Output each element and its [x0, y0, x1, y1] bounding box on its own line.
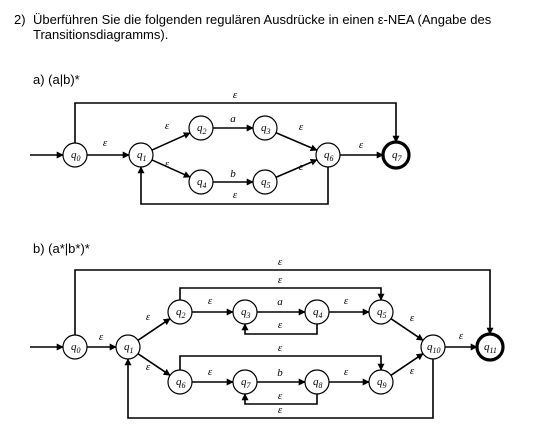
state-label-q1: q1 [124, 341, 134, 355]
part-b-label: b) (a*|b*)* [33, 241, 90, 256]
transition-label-q10-q11: ε [459, 330, 464, 342]
transition-q1-q4 [151, 159, 191, 178]
transition-label-q2-q5: ε [278, 274, 283, 286]
transition-label-q1-q2: ε [165, 120, 170, 132]
transition-label-q1-q4: ε [165, 158, 170, 170]
transition-q10-q1 [124, 358, 434, 419]
state-q11: q11 [475, 332, 505, 362]
transition-label-q5-q10: ε [410, 312, 415, 324]
state-q10: q10 [420, 334, 446, 360]
transition-label-q4-q5: b [230, 168, 236, 180]
state-q3: q3 [232, 299, 258, 325]
transition-q6-q1 [137, 166, 329, 205]
state-label-q3: q3 [261, 122, 271, 136]
state-label-q5: q5 [261, 176, 271, 190]
state-label-q6: q6 [324, 149, 334, 163]
state-q4: q4 [304, 299, 330, 325]
state-q7: q7 [381, 140, 411, 170]
state-q6: q6 [167, 369, 193, 395]
transition-q4-q3 [241, 323, 318, 335]
state-label-q0: q0 [71, 341, 81, 355]
state-q4: q4 [188, 169, 214, 195]
state-q8: q8 [304, 369, 330, 395]
transition-label-q7-q8: b [277, 367, 283, 379]
transition-label-q1-q6: ε [146, 361, 151, 373]
transition-label-q5-q6: ε [299, 161, 304, 173]
state-label-q1: q1 [137, 149, 147, 163]
part-a-label: a) (a|b)* [33, 72, 80, 87]
transition-label-q6-q9: ε [278, 342, 283, 354]
transition-label-q3-q6: ε [299, 121, 304, 133]
state-label-q6: q6 [176, 376, 186, 390]
transition-label-q2-q3: a [230, 113, 236, 125]
state-label-q5: q5 [377, 306, 387, 320]
transition-q5-q6 [275, 158, 318, 179]
state-q3: q3 [252, 115, 278, 141]
transition-label-q10-q1: ε [278, 404, 283, 416]
transition-q1-q2 [137, 318, 171, 341]
state-label-q8: q8 [313, 376, 323, 390]
state-q7: q7 [232, 369, 258, 395]
state-q0: q0 [62, 334, 88, 360]
transition-q9-q10 [390, 353, 424, 376]
state-q0: q0 [62, 142, 88, 168]
transition-q0-q11 [74, 269, 494, 335]
transition-label-q4-q3: ε [278, 319, 283, 331]
transition-label-q2-q3: ε [208, 295, 213, 307]
transition-label-q0-q7: ε [233, 89, 238, 101]
transition-label-q4-q5: ε [344, 295, 349, 307]
transition-label-q1-q2: ε [146, 311, 151, 323]
state-label-q7: q7 [241, 376, 252, 390]
state-label-q4: q4 [197, 176, 207, 190]
state-label-q4: q4 [313, 306, 323, 320]
transition-label-q9-q10: ε [410, 365, 415, 377]
state-label-q2: q2 [197, 122, 207, 136]
transition-q3-q6 [275, 131, 318, 152]
state-label-q2: q2 [176, 306, 186, 320]
transition-label-q0-q1: ε [99, 331, 104, 343]
state-label-q9: q9 [377, 376, 387, 390]
transition-q1-q2 [151, 132, 191, 151]
transition-label-q0-q11: ε [278, 256, 283, 268]
state-q2: q2 [167, 299, 193, 325]
transition-label-q6-q7: ε [208, 366, 213, 378]
state-q5: q5 [252, 169, 278, 195]
transition-label-q8-q7: ε [278, 390, 283, 402]
transition-label-q0-q1: ε [103, 137, 108, 149]
state-label-q3: q3 [241, 306, 251, 320]
task-text: Überführen Sie die folgenden regulären A… [33, 12, 492, 42]
transition-q0-q7 [74, 102, 400, 143]
state-label-q0: q0 [71, 149, 81, 163]
state-q9: q9 [368, 369, 394, 395]
transition-q6-q9 [179, 355, 385, 371]
state-q1: q1 [128, 142, 154, 168]
state-label-q7: q7 [392, 149, 403, 163]
transition-label-q3-q4: a [277, 296, 283, 308]
state-q5: q5 [368, 299, 394, 325]
transition-q8-q7 [241, 393, 318, 405]
transition-label-q8-q9: ε [344, 366, 349, 378]
transition-label-q6-q7: ε [359, 139, 364, 151]
state-q6: q6 [315, 142, 341, 168]
transition-label-q6-q1: ε [233, 189, 238, 201]
state-q1: q1 [115, 334, 141, 360]
transition-q1-q6 [137, 353, 171, 376]
state-q2: q2 [188, 115, 214, 141]
task-number: 2) [14, 12, 26, 27]
transition-q2-q5 [179, 287, 385, 301]
transition-q5-q10 [390, 318, 424, 341]
